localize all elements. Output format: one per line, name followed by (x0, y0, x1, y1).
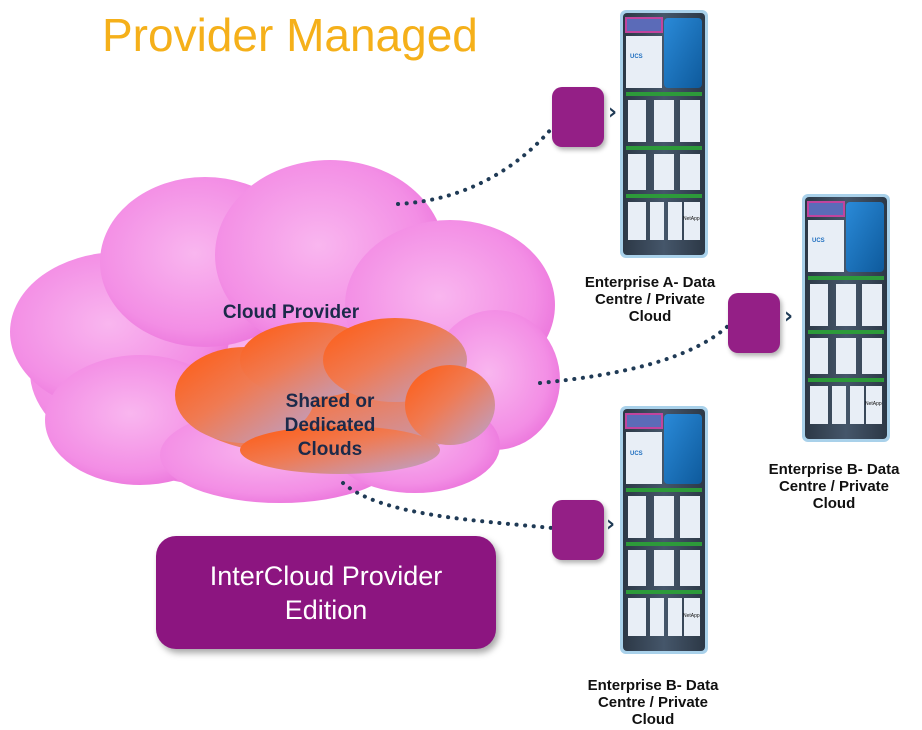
connection-line-a (396, 126, 554, 206)
server-rack-b2 (620, 406, 708, 654)
enterprise-label-line: Centre / Private (597, 694, 709, 711)
inner-cloud-label: Shared or Dedicated Clouds (255, 390, 405, 462)
edition-box-line: InterCloud Provider (209, 560, 443, 591)
connector-box-b1 (728, 293, 780, 353)
enterprise-label-line: Cloud (812, 495, 856, 512)
rack-b2-ucs-label: UCS (630, 451, 643, 457)
page-title: Provider Managed (102, 9, 478, 61)
connector-box-b2 (552, 500, 604, 560)
rack-b1-netapp-label: NetApp (865, 401, 882, 407)
enterprise-label-line: Centre / Private (594, 291, 706, 308)
connector-box-a (552, 87, 604, 147)
server-rack-b1 (802, 194, 890, 442)
chevron-right-icon: › (608, 100, 618, 125)
intercloud-provider-edition-box: InterCloud Provider Edition (156, 536, 496, 649)
inner-cloud (175, 318, 495, 474)
enterprise-b1-label: Enterprise B- Data Centre / Private Clou… (734, 461, 922, 512)
chevron-right-icon: › (606, 512, 616, 537)
enterprise-label-line: Cloud (631, 711, 675, 728)
enterprise-a-label: Enterprise A- Data Centre / Private Clou… (550, 274, 750, 325)
outer-cloud-label: Cloud Provider (222, 302, 360, 323)
enterprise-b2-label: Enterprise B- Data Centre / Private Clou… (553, 677, 753, 728)
connection-line-b2 (341, 481, 554, 530)
rack-a-ucs-label: UCS (630, 54, 643, 60)
edition-box-line: Edition (284, 594, 368, 625)
chevron-right-icon: › (784, 304, 794, 329)
inner-cloud-label-line: Clouds (297, 439, 363, 460)
server-rack-a (620, 10, 708, 258)
enterprise-label-line: Enterprise A- Data (584, 274, 716, 291)
enterprise-label-line: Centre / Private (778, 478, 890, 495)
connection-lines (341, 126, 730, 530)
enterprise-label-line: Enterprise B- Data (587, 677, 719, 694)
rack-b1-ucs-label: UCS (812, 238, 825, 244)
inner-cloud-label-line: Shared or (285, 391, 375, 412)
connection-line-b1 (538, 324, 730, 385)
enterprise-label-line: Enterprise B- Data (768, 461, 900, 478)
enterprise-label-line: Cloud (628, 308, 672, 325)
rack-b2-netapp-label: NetApp (683, 613, 700, 619)
rack-a-netapp-label: NetApp (683, 216, 700, 222)
inner-cloud-label-line: Dedicated (284, 415, 376, 436)
